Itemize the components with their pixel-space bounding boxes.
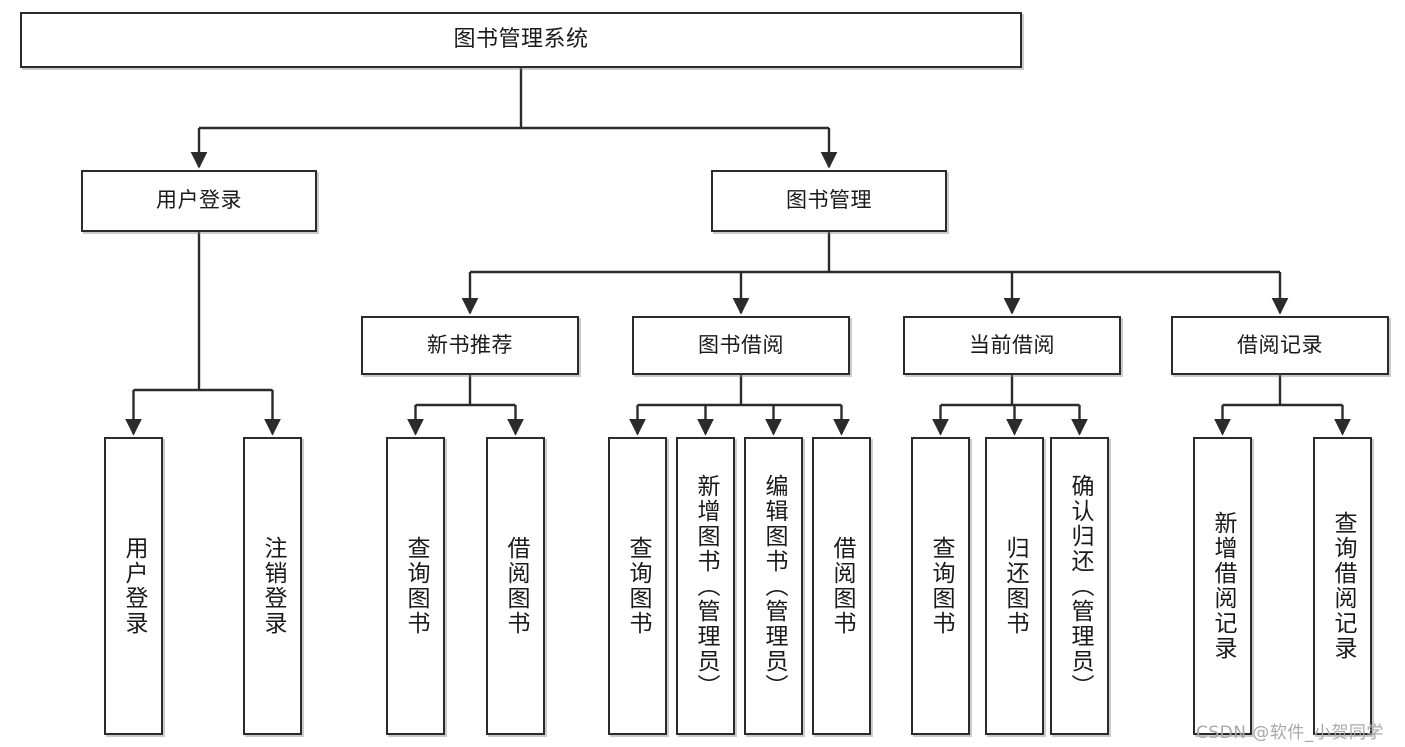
node-label: 图书管理	[786, 188, 872, 213]
edge-trunk	[199, 68, 829, 130]
edge-trunk	[133, 232, 273, 392]
node-label: 用户登录	[121, 536, 147, 636]
node-label: 确认归还（管理员）	[1067, 473, 1093, 699]
node-user-login[interactable]: 用户登录	[81, 170, 317, 232]
node-leaf-query-borrow-record[interactable]: 查询借阅记录	[1313, 437, 1372, 735]
node-leaf-borrow-book-1[interactable]: 借阅图书	[486, 437, 545, 735]
watermark-text: CSDN @软件_小贺同学	[1196, 723, 1384, 743]
node-label: 借阅图书	[503, 536, 529, 636]
edge-trunk	[940, 375, 1080, 407]
node-label: 用户登录	[156, 188, 242, 213]
node-label: 当前借阅	[969, 332, 1055, 357]
node-label: 查询图书	[928, 536, 954, 636]
node-leaf-return-book[interactable]: 归还图书	[985, 437, 1044, 735]
node-leaf-borrow-book-2[interactable]: 借阅图书	[812, 437, 871, 735]
node-label: 查询图书	[403, 536, 429, 636]
node-leaf-add-borrow-record[interactable]: 新增借阅记录	[1193, 437, 1252, 735]
node-leaf-edit-book-admin[interactable]: 编辑图书（管理员）	[744, 437, 803, 735]
edge-trunk	[637, 375, 842, 407]
node-book-borrow[interactable]: 图书借阅	[632, 316, 850, 375]
node-label: 借阅记录	[1237, 332, 1323, 357]
node-leaf-user-login[interactable]: 用户登录	[104, 437, 163, 735]
node-leaf-logout-login[interactable]: 注销登录	[243, 437, 302, 735]
node-label: 编辑图书（管理员）	[761, 473, 787, 699]
node-borrow-record[interactable]: 借阅记录	[1171, 316, 1389, 375]
node-label: 借阅图书	[829, 536, 855, 636]
node-label: 图书管理系统	[453, 26, 589, 52]
node-label: 新增借阅记录	[1210, 511, 1236, 661]
node-label: 归还图书	[1002, 536, 1028, 636]
node-leaf-query-book-2[interactable]: 查询图书	[608, 437, 667, 735]
node-leaf-query-book-3[interactable]: 查询图书	[911, 437, 970, 735]
edge-trunk	[470, 232, 1280, 274]
edge-trunk	[415, 375, 516, 407]
node-leaf-confirm-return-admin[interactable]: 确认归还（管理员）	[1050, 437, 1109, 735]
node-label: 查询图书	[625, 536, 651, 636]
node-label: 新书推荐	[427, 332, 513, 357]
node-leaf-add-book-admin[interactable]: 新增图书（管理员）	[676, 437, 735, 735]
node-label: 图书借阅	[698, 332, 784, 357]
node-leaf-query-book-1[interactable]: 查询图书	[386, 437, 445, 735]
node-book-manage[interactable]: 图书管理	[711, 170, 947, 232]
node-label: 新增图书（管理员）	[693, 473, 719, 699]
node-label: 查询借阅记录	[1330, 511, 1356, 661]
node-root-system[interactable]: 图书管理系统	[20, 12, 1022, 68]
edge-trunk	[1222, 375, 1343, 407]
node-current-borrow[interactable]: 当前借阅	[903, 316, 1121, 375]
node-label: 注销登录	[260, 536, 286, 636]
node-new-book-recommend[interactable]: 新书推荐	[361, 316, 579, 375]
